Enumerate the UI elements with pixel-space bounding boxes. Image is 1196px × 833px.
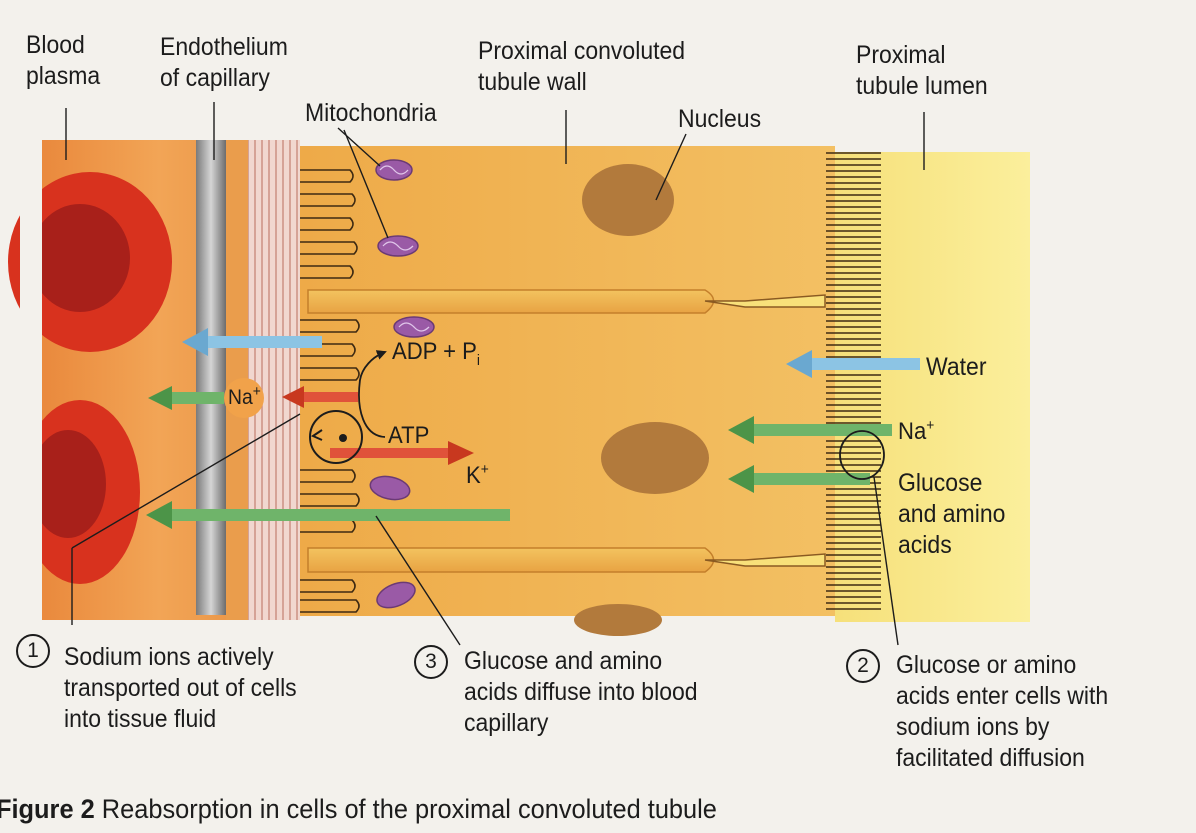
na-pump-arrow: [282, 386, 358, 408]
glucose-label-lumen: Glucose and amino acids: [898, 469, 1006, 559]
pct-wall-label: Proximal convoluted tubule wall: [478, 37, 686, 96]
basal-infoldings: [300, 169, 360, 613]
mitochondria-label: Mitochondria: [305, 99, 437, 127]
glucose-arrow-lumen: [728, 465, 870, 493]
na-arrow-plasma: [148, 386, 224, 410]
capillary-endothelium: [196, 140, 226, 615]
mitochondrion: [377, 235, 419, 257]
water-arrow-plasma: [182, 328, 322, 356]
cell-junction: [307, 289, 826, 314]
step-3-number: 3: [414, 645, 448, 679]
figure-caption-text: Reabsorption in cells of the proximal co…: [101, 794, 717, 824]
step-2-number: 2: [846, 649, 880, 683]
blood-plasma-label: Blood plasma: [26, 31, 101, 90]
step-1-number: 1: [16, 634, 50, 668]
nucleus-label: Nucleus: [678, 105, 762, 133]
leader-lines: [65, 102, 925, 646]
tubule-cells: [300, 146, 835, 616]
water-arrow-lumen: [786, 350, 920, 378]
figure-number: Figure 2: [0, 794, 95, 824]
nucleus: [601, 422, 709, 494]
k-label: K+: [466, 461, 489, 489]
na-ion: [224, 378, 264, 418]
cotransporter: [839, 430, 885, 480]
red-blood-cell: [20, 400, 140, 584]
mitochondrion: [369, 475, 411, 501]
red-blood-cell: [8, 172, 172, 352]
na-k-pump: [309, 410, 363, 464]
lumen-label: Proximal tubule lumen: [856, 41, 988, 100]
mitochondrion: [393, 316, 435, 338]
adp-label: ADP + Pi: [392, 338, 480, 369]
step-1-text: Sodium ions actively transported out of …: [64, 643, 297, 733]
atp-hydrolysis-curve: [358, 350, 387, 438]
mitochondrion: [375, 159, 413, 181]
step-3-text: Glucose and amino acids diffuse into blo…: [464, 647, 698, 737]
step-2-text: Glucose or amino acids enter cells with …: [896, 651, 1109, 772]
nucleus: [574, 604, 662, 636]
figure-caption: Figure 2 Reabsorption in cells of the pr…: [0, 792, 717, 826]
brush-border: [826, 152, 881, 612]
na-label-lumen: Na+: [898, 417, 935, 445]
na-arrow-lumen: [728, 416, 892, 444]
atp-label: ATP: [388, 422, 430, 449]
nucleus: [582, 164, 674, 236]
na-label-plasma: Na+: [228, 383, 261, 409]
k-arrow: [330, 441, 474, 465]
glucose-arrow-plasma: [146, 501, 510, 529]
endothelium-label: Endothelium of capillary: [160, 33, 288, 92]
mitochondrion: [376, 581, 416, 609]
basement-membrane: [248, 140, 300, 620]
water-label: Water: [926, 353, 987, 381]
